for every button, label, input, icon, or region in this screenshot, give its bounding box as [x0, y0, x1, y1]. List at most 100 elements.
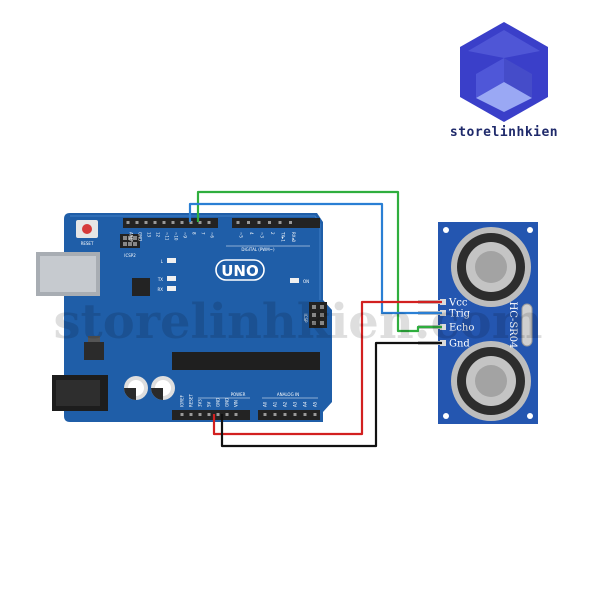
uno-logo: UNO	[221, 262, 259, 280]
wire-blue-trig	[188, 202, 442, 315]
digital-pin-label: 7	[201, 232, 206, 235]
logo-cube-left-face	[476, 58, 504, 98]
wire-black-gnd	[220, 341, 442, 448]
digital-pin	[171, 221, 175, 224]
wires	[188, 190, 442, 448]
led-l	[167, 258, 176, 263]
digital-pin-label: TX▸1	[281, 231, 286, 242]
power-pin-label: GND	[216, 398, 221, 407]
wire-red-vcc	[212, 300, 442, 436]
led-on-label: ON	[303, 279, 309, 284]
digital-pin	[289, 221, 292, 224]
digital-pin-label: GND	[138, 232, 143, 241]
sensor-crystal	[521, 303, 533, 347]
power-pin	[189, 413, 193, 416]
logo-cube-right-face	[504, 58, 532, 98]
led-rx-label: RX	[157, 287, 163, 292]
digital-pin-label: ~11	[165, 232, 170, 241]
analog-pin	[293, 413, 297, 416]
power-label: POWER	[231, 392, 246, 397]
analog-pin-label: A3	[293, 401, 298, 407]
sensor-pin-pad	[440, 340, 446, 346]
digital-header-pins	[126, 221, 292, 224]
sensor-hole-tl	[443, 227, 449, 233]
capacitor-left	[124, 376, 148, 400]
digital-pin-label: 2	[270, 232, 275, 235]
transducer-bottom	[451, 341, 531, 421]
capacitor-right	[151, 376, 175, 400]
usb-connector-inner	[40, 256, 96, 292]
power-pin-label: GND	[225, 398, 230, 407]
digital-pin-label: ~3	[260, 232, 265, 238]
digital-header-left	[123, 218, 218, 228]
digital-pin	[135, 221, 139, 224]
power-pin-label: VIN	[234, 400, 239, 407]
sensor-pin-pad	[440, 299, 446, 305]
icsp2-label: ICSP2	[124, 253, 136, 258]
sensor-pin-label: Trig	[449, 309, 471, 320]
digital-pin	[236, 221, 240, 224]
sensor-pin-label: Gnd	[449, 339, 470, 350]
sensor-hole-bl	[443, 413, 449, 419]
led-tx-label: TX	[157, 277, 163, 282]
sensor-hole-br	[527, 413, 533, 419]
icsp-label: ICSP	[303, 314, 308, 324]
digital-pin	[126, 221, 130, 224]
sensor-model-label: HC-SR04	[507, 302, 518, 349]
brand-logo	[460, 22, 548, 122]
power-pin	[198, 413, 202, 416]
analog-pin-label: A5	[313, 401, 318, 407]
led-on	[290, 278, 299, 283]
digital-pin-label: AREF	[129, 232, 134, 243]
analog-pin	[273, 413, 277, 416]
digital-pin-label: 4	[249, 232, 254, 235]
voltage-regulator	[84, 342, 104, 360]
led-tx	[167, 276, 176, 281]
digital-pin	[257, 221, 261, 224]
sensor-hole-tr	[527, 227, 533, 233]
analog-pin-label: A4	[303, 401, 308, 407]
digital-pin-label: ~5	[239, 232, 244, 238]
voltage-regulator-tab	[88, 336, 100, 342]
digital-pin-label: RX◂0	[291, 232, 296, 243]
digital-pin	[278, 221, 282, 224]
uno-logo-frame	[215, 259, 265, 281]
digital-pin	[189, 221, 193, 224]
logo-cube-top-face	[476, 82, 532, 112]
power-pin	[234, 413, 238, 416]
digital-label: DIGITAL (PWM~)	[241, 247, 275, 252]
usb-chip	[132, 278, 150, 296]
power-pin	[180, 413, 184, 416]
power-pin	[216, 413, 220, 416]
led-l-label: L	[161, 259, 164, 264]
analog-pin-label: A2	[283, 401, 288, 407]
analog-pin	[313, 413, 317, 416]
sensor-pin-pad	[440, 324, 446, 330]
power-pin-label: RESET	[189, 394, 194, 407]
icsp2-header	[120, 234, 140, 248]
digital-pin	[180, 221, 184, 224]
brand-name: storelinhkien	[450, 125, 558, 140]
logo-hexagon-highlight	[468, 30, 540, 58]
digital-header-right	[232, 218, 320, 228]
icsp-header	[309, 302, 327, 328]
dc-power-jack-inner	[56, 380, 100, 406]
power-pin-label: 3V3	[198, 399, 203, 407]
reset-label: RESET	[81, 241, 94, 246]
reset-button-cap[interactable]	[82, 224, 92, 234]
power-pin-label: 5V	[207, 401, 212, 407]
led-rx	[167, 286, 176, 291]
power-header	[172, 410, 250, 420]
analog-pin-label: A0	[263, 401, 268, 407]
digital-pin	[198, 221, 202, 224]
digital-pin-label: ~10	[174, 232, 179, 241]
analog-pin	[283, 413, 287, 416]
digital-pin	[268, 221, 271, 224]
digital-pin	[162, 221, 166, 224]
analog-label: ANALOG IN	[277, 392, 299, 397]
